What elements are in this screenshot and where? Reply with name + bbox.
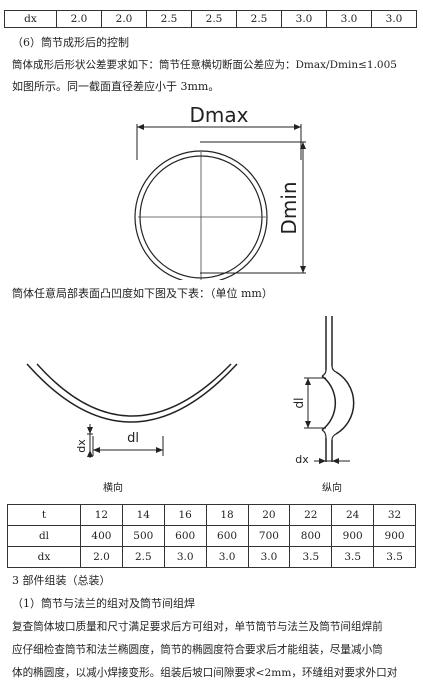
table-cell: 2.5 [236,10,282,28]
table-cell: 900 [331,525,375,547]
subsection-heading: （1）筒节与法兰的组对及筒节间组焊 [12,597,195,610]
table-cell: 24 [331,504,375,526]
table-cell: 3.5 [289,546,333,568]
section-heading: （6）筒节成形后的控制 [12,36,129,49]
top-tolerance-table: dx 2.0 2.0 2.5 2.5 2.5 3.0 3.0 3.0 [4,10,417,28]
table-cell: 20 [247,504,291,526]
table-cell: 3.0 [326,10,372,28]
table-cell: 14 [121,504,165,526]
table-cell: 400 [80,525,123,547]
table-cell: dx [7,546,81,568]
table-cell: 2.0 [101,10,147,28]
figure-caption: 横向 [103,483,123,494]
bulge-tolerance-table: t 12 14 16 18 20 22 24 32 dl 400 500 600… [7,504,416,568]
table-cell: 2.5 [146,10,192,28]
section-heading: 3 部件组装（总装） [12,574,111,587]
table-cell: 18 [205,504,249,526]
table-row: dx 2.0 2.5 3.0 3.0 3.0 3.5 3.5 3.5 [7,546,416,568]
table-cell: 3.5 [331,546,375,568]
table-cell: dx [4,10,57,28]
table-cell: 3.0 [247,546,291,568]
table-cell: 2.0 [80,546,123,568]
table-cell: t [7,504,81,526]
table-cell: 3.0 [205,546,249,568]
table-cell: 2.5 [121,546,165,568]
table-cell: 22 [289,504,333,526]
table-cell: 2.5 [191,10,237,28]
transverse-bulge-diagram: dl dx [26,363,238,458]
dx-label: dx [75,439,88,453]
paragraph-line: 筒体任意局部表面凸凹度如下图及下表：（单位 mm） [12,287,273,300]
table-cell: 3.0 [281,10,327,28]
dl-label: dl [127,431,139,446]
longitudinal-bulge-diagram: dl dx [292,316,355,466]
table-cell: 3.5 [373,546,416,568]
ovality-diagram: Dmax Dmin [134,103,306,280]
table-cell: 700 [247,525,291,547]
table-cell: 900 [373,525,416,547]
figure-caption: 纵向 [322,483,342,494]
paragraph-line: 筒体成形后形状公差要求如下：筒节任意横切断面公差应为：Dmax/Dmin≤1.0… [12,59,397,71]
table-row: dx 2.0 2.0 2.5 2.5 2.5 3.0 3.0 3.0 [4,10,417,28]
table-cell: dl [7,525,81,547]
table-cell: 800 [289,525,333,547]
paragraph-line: 如图所示。同一截面直径差应小于 3mm。 [12,80,220,93]
table-cell: 600 [205,525,249,547]
dl-label: dl [292,398,306,409]
dmax-label: Dmax [190,103,249,127]
paragraph-line: 体的椭圆度，以减小焊接变形。组装后坡口间隙要求<2mm，环缝组对要求外口对 [12,667,398,679]
table-cell: 12 [80,504,123,526]
table-cell: 2.0 [56,10,102,28]
table-cell: 16 [163,504,207,526]
paragraph-line: 复查筒体坡口质量和尺寸满足要求后方可组对，单节筒节与法兰及筒节间组焊前 [12,621,383,633]
table-cell: 600 [163,525,207,547]
paragraph-line: 应仔细检查筒节和法兰椭圆度，筒节的椭圆度符合要求后才能组装，尽量减小筒 [12,644,383,656]
table-cell: 32 [373,504,416,526]
table-row: t 12 14 16 18 20 22 24 32 [7,504,416,526]
table-cell: 3.0 [371,10,417,28]
table-cell: 500 [121,525,165,547]
dx-label: dx [295,453,309,466]
table-row: dl 400 500 600 600 700 800 900 900 [7,525,416,547]
dmin-label: Dmin [277,181,301,234]
table-cell: 3.0 [163,546,207,568]
